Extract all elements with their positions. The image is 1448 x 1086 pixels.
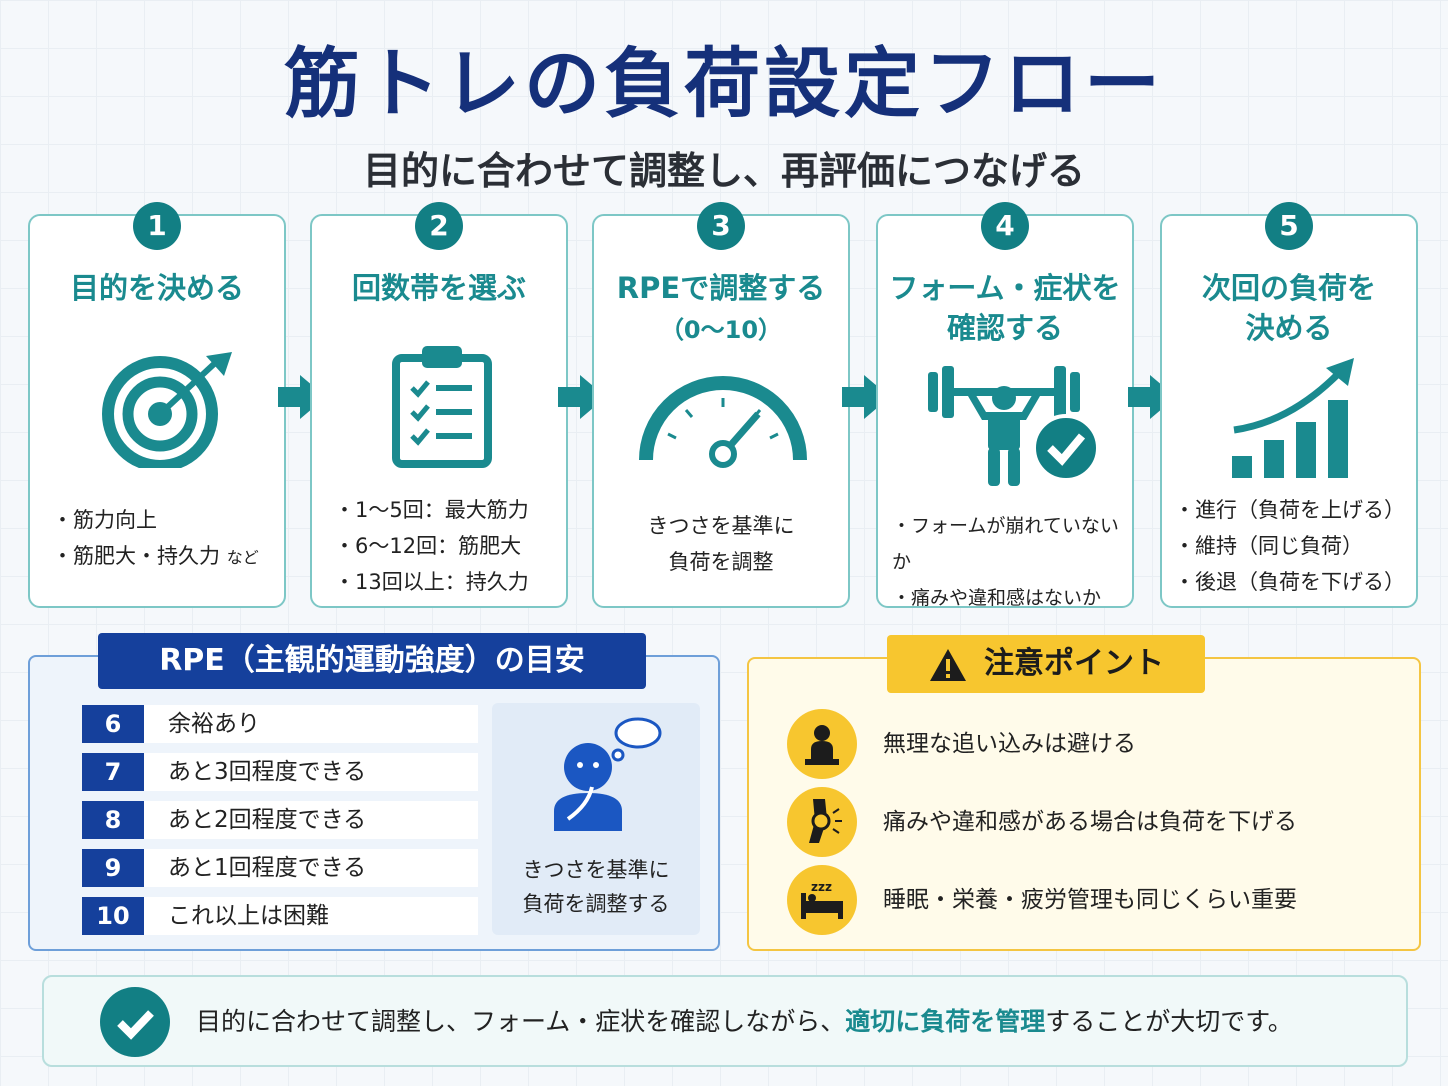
step-number: 5 [1265,202,1313,250]
step-card-2: 2 回数帯を選ぶ ・1～5回：最大筋力 ・6～12回：筋肥大 ・13回以上：持久… [310,202,568,608]
summary-after: することが大切です。 [1045,1007,1293,1036]
joint-pain-icon [787,787,857,857]
title-line: 次回の負荷を [1201,271,1376,305]
title-line: 決める [1245,311,1333,345]
rpe-row: 10 これ以上は困難 [82,897,478,935]
note-line: ・6～12回：筋肥大 [334,534,522,558]
caution-text: 無理な追い込みは避ける [883,731,1136,757]
step-title: 回数帯を選ぶ [351,271,526,305]
note-line: ・痛みや違和感はないか [892,587,1102,609]
note-line: 負荷を調整 [668,550,774,574]
caution-text: 睡眠・栄養・疲労管理も同じくらい重要 [883,887,1297,913]
rpe-row: 6 余裕あり [82,705,478,743]
title-line: フォーム・症状を [889,271,1121,305]
rpe-title: RPE（主観的運動強度）の目安 [98,633,646,689]
step-number: 1 [133,202,181,250]
note-line: ・進行（負荷を上げる） [1174,498,1405,522]
rpe-label: あと1回程度できる [144,849,478,887]
caution-item: zzz 睡眠・栄養・疲労管理も同じくらい重要 [787,865,1407,937]
note-line: ・後退（負荷を下げる） [1174,570,1405,594]
rpe-panel: RPE（主観的運動強度）の目安 6 余裕あり 7 あと3回程度できる 8 あと2… [28,633,720,951]
caution-title: 注意ポイント [984,646,1164,681]
rpe-row: 8 あと2回程度できる [82,801,478,839]
step-title: フォーム・症状を 確認する [878,268,1132,348]
step-number: 3 [697,202,745,250]
summary-text: 目的に合わせて調整し、フォーム・症状を確認しながら、適切に負荷を管理することが大… [196,977,1293,1067]
weightlifter-check-icon [928,366,1100,486]
rpe-label: これ以上は困難 [144,897,478,935]
rpe-row: 7 あと3回程度できる [82,753,478,791]
rpe-side-panel: きつさを基準に 負荷を調整する [492,703,700,935]
rpe-value: 7 [82,753,144,791]
arrow-right-icon [278,375,326,419]
note-line: ・維持（同じ負荷） [1174,534,1363,558]
rpe-value: 6 [82,705,144,743]
arrow-right-icon [1128,375,1176,419]
note-line: ・13回以上：持久力 [334,570,529,594]
step-card-3: 3 RPEで調整する （0～10） きつさを基準に 負荷を調整 [592,202,850,608]
note-line: ・フォームが崩れていないか [892,515,1119,573]
step-card-5: 5 次回の負荷を 決める ・進行（負荷を上げる） ・維持（同じ負荷） ・後退（負… [1160,202,1418,608]
step-title: RPEで調整する [616,271,826,305]
rpe-label: あと3回程度できる [144,753,478,791]
step-card-1: 1 目的を決める ・筋力向上 ・筋肥大・持久力 など [28,202,286,608]
arrow-right-icon [558,375,606,419]
svg-text:zzz: zzz [811,880,832,894]
title-line: 確認する [946,311,1063,345]
stop-hand-icon [787,709,857,779]
caution-item: 無理な追い込みは避ける [787,709,1407,781]
side-line: 負荷を調整する [522,892,670,916]
step-number: 4 [981,202,1029,250]
page-title: 筋トレの負荷設定フロー [284,39,1164,128]
clipboard-checklist-icon [392,346,492,468]
note-line: ・筋肥大・持久力 など [52,538,274,576]
rpe-label: あと2回程度できる [144,801,478,839]
note-line: ・1～5回：最大筋力 [334,498,529,522]
check-circle-icon [100,987,170,1057]
step-number: 2 [415,202,463,250]
rpe-value: 9 [82,849,144,887]
sleep-bed-icon: zzz [787,865,857,935]
caution-header: 注意ポイント [887,635,1205,693]
warning-icon [930,648,966,681]
step-subtitle: （0～10） [659,316,783,344]
caution-panel: 注意ポイント 無理な追い込みは避ける 痛みや違和感がある場合は負荷を下げる zz… [747,635,1421,951]
rpe-value: 8 [82,801,144,839]
growth-chart-icon [1232,358,1354,478]
side-line: きつさを基準に [522,858,670,882]
arrow-right-icon [842,375,890,419]
step-notes: ・1～5回：最大筋力 ・6～12回：筋肥大 ・13回以上：持久力 [334,492,556,600]
summary-highlight: 適切に負荷を管理 [845,1007,1046,1036]
rpe-label: 余裕あり [144,705,478,743]
rpe-row: 9 あと1回程度できる [82,849,478,887]
step-notes: ・フォームが崩れていないか ・痛みや違和感はないか [892,508,1122,616]
step-notes: ・筋力向上 ・筋肥大・持久力 など [52,502,274,576]
rpe-side-text: きつさを基準に 負荷を調整する [492,853,700,921]
summary-bar: 目的に合わせて調整し、フォーム・症状を確認しながら、適切に負荷を管理することが大… [42,975,1408,1067]
step-card-4: 4 フォーム・症状を 確認する ・フォームが崩れていないか ・痛みや違和感はない… [876,202,1134,609]
note-line: ・筋力向上 [52,508,157,532]
note-line: きつさを基準に [647,514,795,538]
step-title: 目的を決める [69,271,244,305]
note-suffix: など [226,548,259,567]
gauge-icon [639,376,807,468]
note-text: ・筋肥大・持久力 [52,544,220,568]
target-icon [102,352,232,468]
step-notes: ・進行（負荷を上げる） ・維持（同じ負荷） ・後退（負荷を下げる） [1174,492,1406,600]
step-title: 次回の負荷を 決める [1162,268,1416,348]
step-notes: きつさを基準に 負荷を調整 [594,508,848,580]
caution-item: 痛みや違和感がある場合は負荷を下げる [787,787,1407,859]
thinking-person-icon [554,717,662,831]
rpe-value: 10 [82,897,144,935]
page-subtitle: 目的に合わせて調整し、再評価につなげる [362,149,1085,193]
caution-text: 痛みや違和感がある場合は負荷を下げる [883,809,1297,835]
summary-before: 目的に合わせて調整し、フォーム・症状を確認しながら、 [196,1007,846,1036]
